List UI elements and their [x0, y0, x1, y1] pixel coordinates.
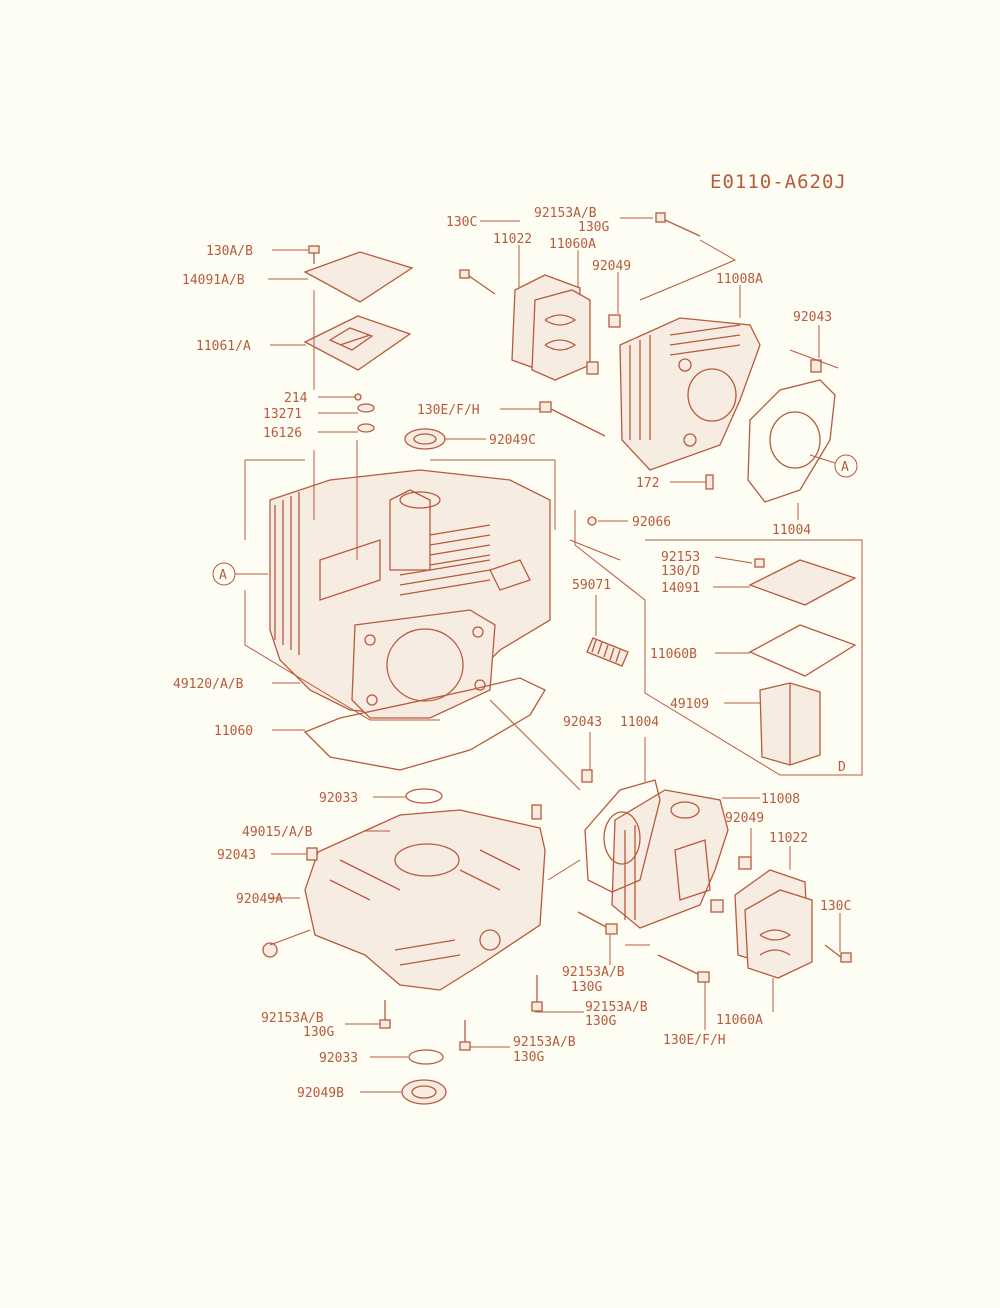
cylinder-head-11008a — [619, 317, 761, 471]
callout-11061a: 11061/A — [196, 339, 251, 354]
bolt-92153ab-mid — [577, 911, 618, 935]
part-92066 — [587, 516, 597, 526]
part-92049-mid-2 — [710, 899, 724, 913]
gasket-11004-top — [747, 379, 836, 503]
cylinder-head-11008 — [611, 789, 729, 929]
callout-11004-mid: 11004 — [620, 715, 659, 730]
box-d-parts — [748, 558, 857, 766]
seal-92049a — [262, 942, 278, 958]
callout-11060a-bot: 11060A — [716, 1013, 763, 1028]
bolt-92153ab-top — [655, 212, 701, 237]
callout-130c-top: 130C — [446, 215, 477, 230]
callout-130c-right: 130C — [820, 899, 851, 914]
callout-49120: 49120/A/B — [173, 677, 244, 692]
callout-49109: 49109 — [670, 697, 709, 712]
callout-92043-right: 92043 — [793, 310, 832, 325]
callout-92153-box: 92153 — [661, 550, 700, 565]
callout-130d-box: 130/D — [661, 564, 700, 579]
spring-59071 — [586, 637, 629, 667]
callout-11008a: 11008A — [716, 272, 763, 287]
callout-11022-top: 11022 — [493, 232, 532, 247]
callout-92066: 92066 — [632, 515, 671, 530]
dowel-92043-right — [810, 359, 822, 373]
callout-214: 214 — [284, 391, 308, 406]
part-13271 — [357, 403, 375, 413]
gasket-11060 — [303, 677, 546, 771]
callout-16126: 16126 — [263, 426, 302, 441]
leader-lines — [244, 217, 863, 1093]
callout-49015: 49015/A/B — [242, 825, 313, 840]
oring-92033-bottom — [408, 1049, 444, 1065]
callout-92049-mid: 92049 — [725, 811, 764, 826]
callout-130g-bc: 130G — [513, 1050, 544, 1065]
ref-marker-a-right: A — [809, 454, 858, 478]
dowel-92043-mid — [581, 769, 593, 783]
callout-130efh-bot: 130E/F/H — [663, 1033, 726, 1048]
dowel-pan — [531, 804, 542, 820]
part-172 — [705, 474, 714, 490]
oring-92033-top — [405, 788, 443, 804]
callout-92033-bot: 92033 — [319, 1051, 358, 1066]
dowel-92043-left — [306, 847, 318, 861]
ref-marker-a-left: A — [212, 562, 268, 586]
callout-130g-m1: 130G — [571, 980, 602, 995]
callout-92153ab-m2: 92153A/B — [585, 1000, 648, 1015]
callout-92153ab-bl: 92153A/B — [261, 1011, 324, 1026]
head-cover-11022-mid — [734, 869, 813, 979]
callout-130g-m2: 130G — [585, 1014, 616, 1029]
box-d-label: D — [838, 760, 846, 775]
bolt-130efh-bottom — [657, 954, 710, 983]
diagram-id: E0110-A620J — [710, 171, 847, 193]
part-shapes — [262, 212, 857, 1105]
callout-130efh-top: 130E/F/H — [417, 403, 480, 418]
callout-labels: 130C 92153A/B 130G 11022 11060A 92049 11… — [173, 206, 851, 1101]
callout-11004-top: 11004 — [772, 523, 811, 538]
callout-92043-left: 92043 — [217, 848, 256, 863]
bolt-130efh-top — [539, 401, 606, 437]
callout-11060a-top: 11060A — [549, 237, 596, 252]
callout-92153ab-m1: 92153A/B — [562, 965, 625, 980]
bolt-130c-right — [824, 944, 852, 963]
callout-92049b: 92049B — [297, 1086, 344, 1101]
callout-14091-box: 14091 — [661, 581, 700, 596]
bolt-130c-top — [459, 269, 496, 295]
part-92049-top-2 — [586, 361, 599, 375]
callout-172: 172 — [636, 476, 659, 491]
callout-92049-top: 92049 — [592, 259, 631, 274]
svg-text:A: A — [219, 568, 227, 583]
seal-92049b — [401, 1079, 447, 1105]
callout-92049c: 92049C — [489, 433, 536, 448]
callout-11060b: 11060B — [650, 647, 697, 662]
callout-14091ab: 14091A/B — [182, 273, 245, 288]
part-214 — [354, 393, 362, 401]
callout-92043-mid: 92043 — [563, 715, 602, 730]
callout-130g-top: 130G — [578, 220, 609, 235]
callout-11008: 11008 — [761, 792, 800, 807]
callout-92153ab-bc: 92153A/B — [513, 1035, 576, 1050]
part-92049-mid — [738, 856, 752, 870]
callout-130g-bl: 130G — [303, 1025, 334, 1040]
cover-plate-14091ab — [303, 251, 414, 303]
head-cover-11022-top — [511, 274, 591, 381]
callout-13271: 13271 — [263, 407, 302, 422]
part-92049-top — [608, 314, 621, 328]
callout-11060: 11060 — [214, 724, 253, 739]
svg-text:A: A — [841, 460, 849, 475]
bolts-92153ab-bottom — [379, 975, 543, 1051]
callout-11022-mid: 11022 — [769, 831, 808, 846]
seal-92049c — [404, 428, 446, 450]
crankcase-49120 — [269, 469, 551, 719]
callout-130ab: 130A/B — [206, 244, 253, 259]
part-16126 — [357, 423, 375, 433]
callout-92153ab-top: 92153A/B — [534, 206, 597, 221]
callout-92033-top: 92033 — [319, 791, 358, 806]
callout-59071: 59071 — [572, 578, 611, 593]
gasket-11004-mid — [584, 779, 661, 893]
reed-plate-11061a — [303, 315, 412, 371]
callout-92049a: 92049A — [236, 892, 283, 907]
oil-pan-49015 — [304, 809, 546, 991]
bolt-130ab — [308, 245, 320, 264]
